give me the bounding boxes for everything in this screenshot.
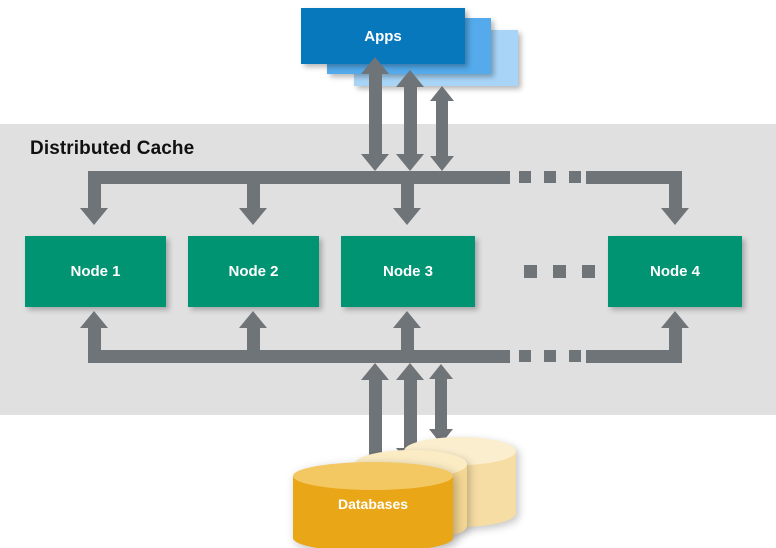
ellipsis-dot bbox=[544, 171, 556, 183]
cache-bus-top-arrow-node1 bbox=[80, 208, 108, 225]
cache-node-2-label: Node 2 bbox=[228, 263, 279, 280]
apps-arrow-2-head-up bbox=[396, 70, 424, 87]
cache-bus-top-arrow-node2 bbox=[239, 208, 267, 225]
cylinder-top bbox=[293, 462, 453, 490]
cache-bus-top-arrow-node4 bbox=[661, 208, 689, 225]
apps-arrow-3-head-down bbox=[430, 156, 454, 171]
db-arrow-3-head-up bbox=[429, 364, 453, 379]
cache-bus-top-arrow-node3 bbox=[393, 208, 421, 225]
cache-node-1[interactable]: Node 1 bbox=[25, 236, 166, 307]
ellipsis-dot bbox=[524, 265, 537, 278]
db-arrow-1-shaft bbox=[369, 379, 382, 465]
apps-arrow-3-head-up bbox=[430, 86, 454, 101]
apps-card-front[interactable] bbox=[301, 8, 465, 64]
cache-node-1-label: Node 1 bbox=[70, 263, 121, 280]
cache-bus-top-right-rail bbox=[586, 171, 682, 184]
ellipsis-dot bbox=[544, 350, 556, 362]
ellipsis-dot bbox=[519, 350, 531, 362]
distributed-cache-label: Distributed Cache bbox=[30, 138, 195, 159]
apps-arrow-1-head-up bbox=[361, 57, 389, 74]
cache-node-4[interactable]: Node 4 bbox=[608, 236, 742, 307]
cache-bus-top-leg-node2 bbox=[247, 171, 260, 211]
ellipsis-dot bbox=[519, 171, 531, 183]
database-cylinder-front[interactable] bbox=[293, 462, 453, 548]
cache-bus-top-leg-node3 bbox=[401, 171, 414, 211]
apps-arrow-1-shaft bbox=[369, 72, 382, 157]
cache-bus-top-ellipsis bbox=[519, 171, 594, 183]
apps-arrow-1-head-down bbox=[361, 154, 389, 171]
ellipsis-dot bbox=[553, 265, 566, 278]
cache-bus-top-leg-node4 bbox=[669, 171, 682, 211]
cache-node-3[interactable]: Node 3 bbox=[341, 236, 475, 307]
db-arrow-3-shaft bbox=[435, 377, 447, 431]
ellipsis-dot bbox=[569, 350, 581, 362]
cache-bus-top-left-rail bbox=[88, 171, 510, 184]
cache-bus-bottom-ellipsis bbox=[519, 350, 594, 362]
ellipsis-dot bbox=[582, 265, 595, 278]
ellipsis-dot bbox=[569, 171, 581, 183]
cache-bus-bottom-arrow-node3 bbox=[393, 311, 421, 328]
cache-bus-bottom-right-rail bbox=[586, 350, 682, 363]
databases-label: Databases bbox=[337, 496, 409, 512]
cache-bus-top-leg-node1 bbox=[88, 171, 101, 211]
apps-arrow-2-head-down bbox=[396, 154, 424, 171]
cache-bus-bottom-left-rail bbox=[88, 350, 510, 363]
cache-bus-bottom-arrow-node4 bbox=[661, 311, 689, 328]
cache-node-3-label: Node 3 bbox=[382, 263, 433, 280]
cache-bus-bottom-arrow-node2 bbox=[239, 311, 267, 328]
apps-arrow-3-shaft bbox=[436, 99, 448, 157]
cylinder-bottom bbox=[293, 524, 453, 548]
db-arrow-2-head-up bbox=[396, 363, 424, 380]
cache-node-4-label: Node 4 bbox=[649, 263, 700, 280]
cache-node-2[interactable]: Node 2 bbox=[188, 236, 319, 307]
db-arrow-2-shaft bbox=[404, 379, 417, 450]
nodes-ellipsis bbox=[524, 265, 611, 278]
db-arrow-1-head-up bbox=[361, 363, 389, 380]
apps-label: Apps bbox=[364, 27, 402, 45]
apps-arrow-2-shaft bbox=[404, 85, 417, 157]
cache-bus-bottom-arrow-node1 bbox=[80, 311, 108, 328]
